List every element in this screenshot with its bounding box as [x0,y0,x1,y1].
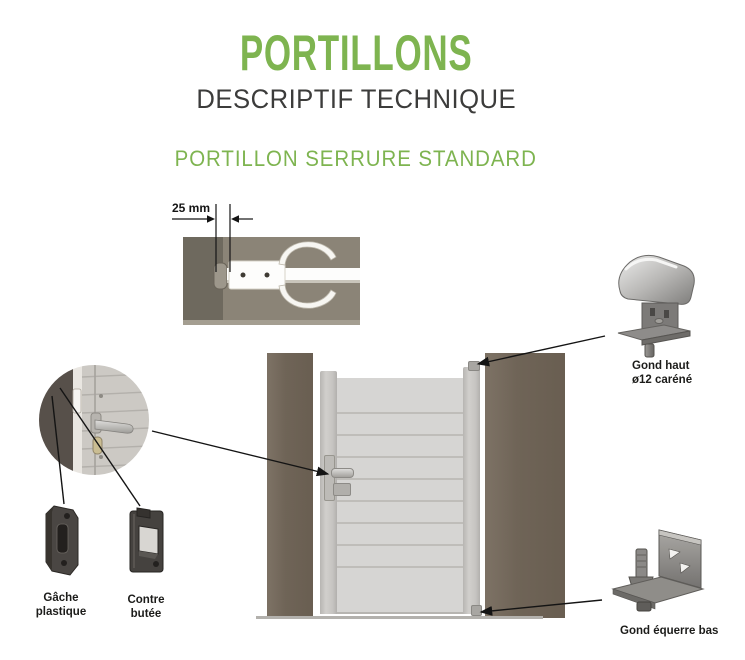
gate-handle-lever [331,468,354,478]
top-hinge-label-line2: ø12 caréné [632,373,693,386]
hinge-spacing-photo [183,237,360,325]
hinge-claw-top [278,241,337,266]
page-title-text: PORTILLONS [239,25,473,81]
bracket-plate-edge [641,330,691,346]
circle-frame-edge [73,365,82,475]
gate-post-right [485,353,565,618]
hinge-cap-highlight [624,257,678,271]
counter-stop-ledge [139,551,158,559]
triangular-hole [668,548,681,560]
hinge-plate [641,302,679,330]
section-title: PORTILLON SERRURE STANDARD [0,146,712,172]
gate-stile-right [463,367,480,614]
strike-plate-slot [56,523,69,554]
counter-stop-notch [136,507,151,519]
dimension-arrow-left [231,215,239,223]
bottom-hinge-label: Gond équerre bas [620,625,719,637]
strike-plate-side [46,506,54,571]
circle-screw [99,455,103,459]
bottom-bracket-hinge-image [611,529,705,612]
circle-lock-cylinder [92,436,103,455]
page-title: PORTILLONS [0,24,712,82]
gate-lock-backplate [324,455,335,501]
hinge-pin [635,548,648,582]
gate-slats [337,392,463,586]
strike-plate-hole [64,513,70,519]
page-subtitle-text: DESCRIPTIF TECHNIQUE [196,84,516,114]
gate-lock-cylinder [333,483,351,496]
plate-screw [264,272,270,278]
hinge-pin [644,343,655,358]
top-hinge-image [617,254,695,358]
bracket-plate-top-edge [658,529,702,546]
plate-screw [240,272,246,278]
strike-plate-image [45,505,79,576]
strike-plate-hole [61,560,67,566]
strike-plate-label-line2: plastique [35,605,87,618]
gate-bottom-hinge-point [471,605,482,616]
top-hinge-label: Gond haut ø12 caréné [632,360,712,387]
circle-strike-plate [72,388,82,414]
photo-bottom-edge [183,320,360,325]
circle-gap-shadow [39,365,73,475]
circle-screw [99,394,103,398]
counter-stop-hole [153,561,159,567]
hinge-bar-shadow [227,280,360,283]
hinge-knuckle [213,262,228,290]
section-title-text: PORTILLON SERRURE STANDARD [174,146,538,171]
bracket-screw [654,318,664,324]
plate-hole [650,308,655,316]
top-hinge-label-line1: Gond haut [632,360,690,372]
gate-top-hinge-point [468,361,480,371]
lock-detail-magnifier-circle [39,365,149,475]
dimension-label: 25 mm [172,201,211,215]
strike-plate-label-line1: Gâche [43,592,79,604]
gate-slat-panel [337,378,463,614]
counter-stop-label: Contre butée [113,594,179,621]
page-subtitle: DESCRIPTIF TECHNIQUE [0,84,712,115]
dimension-arrow-right [207,215,215,223]
triangular-hole [679,562,691,574]
counter-stop-image [129,507,164,573]
hinge-plate [228,260,286,290]
strike-plate-label: Gâche plastique [28,592,94,619]
hinge-claw-bottom [278,284,337,309]
lower-nut [636,601,652,612]
counter-stop-label-line2: butée [130,607,162,620]
plate-hole [664,310,669,318]
hinge-cap [618,254,695,305]
counter-stop-label-line1: Contre [127,594,165,606]
gate-post-left [267,353,313,618]
counter-stop-window [138,525,159,555]
ground-line [256,616,543,619]
